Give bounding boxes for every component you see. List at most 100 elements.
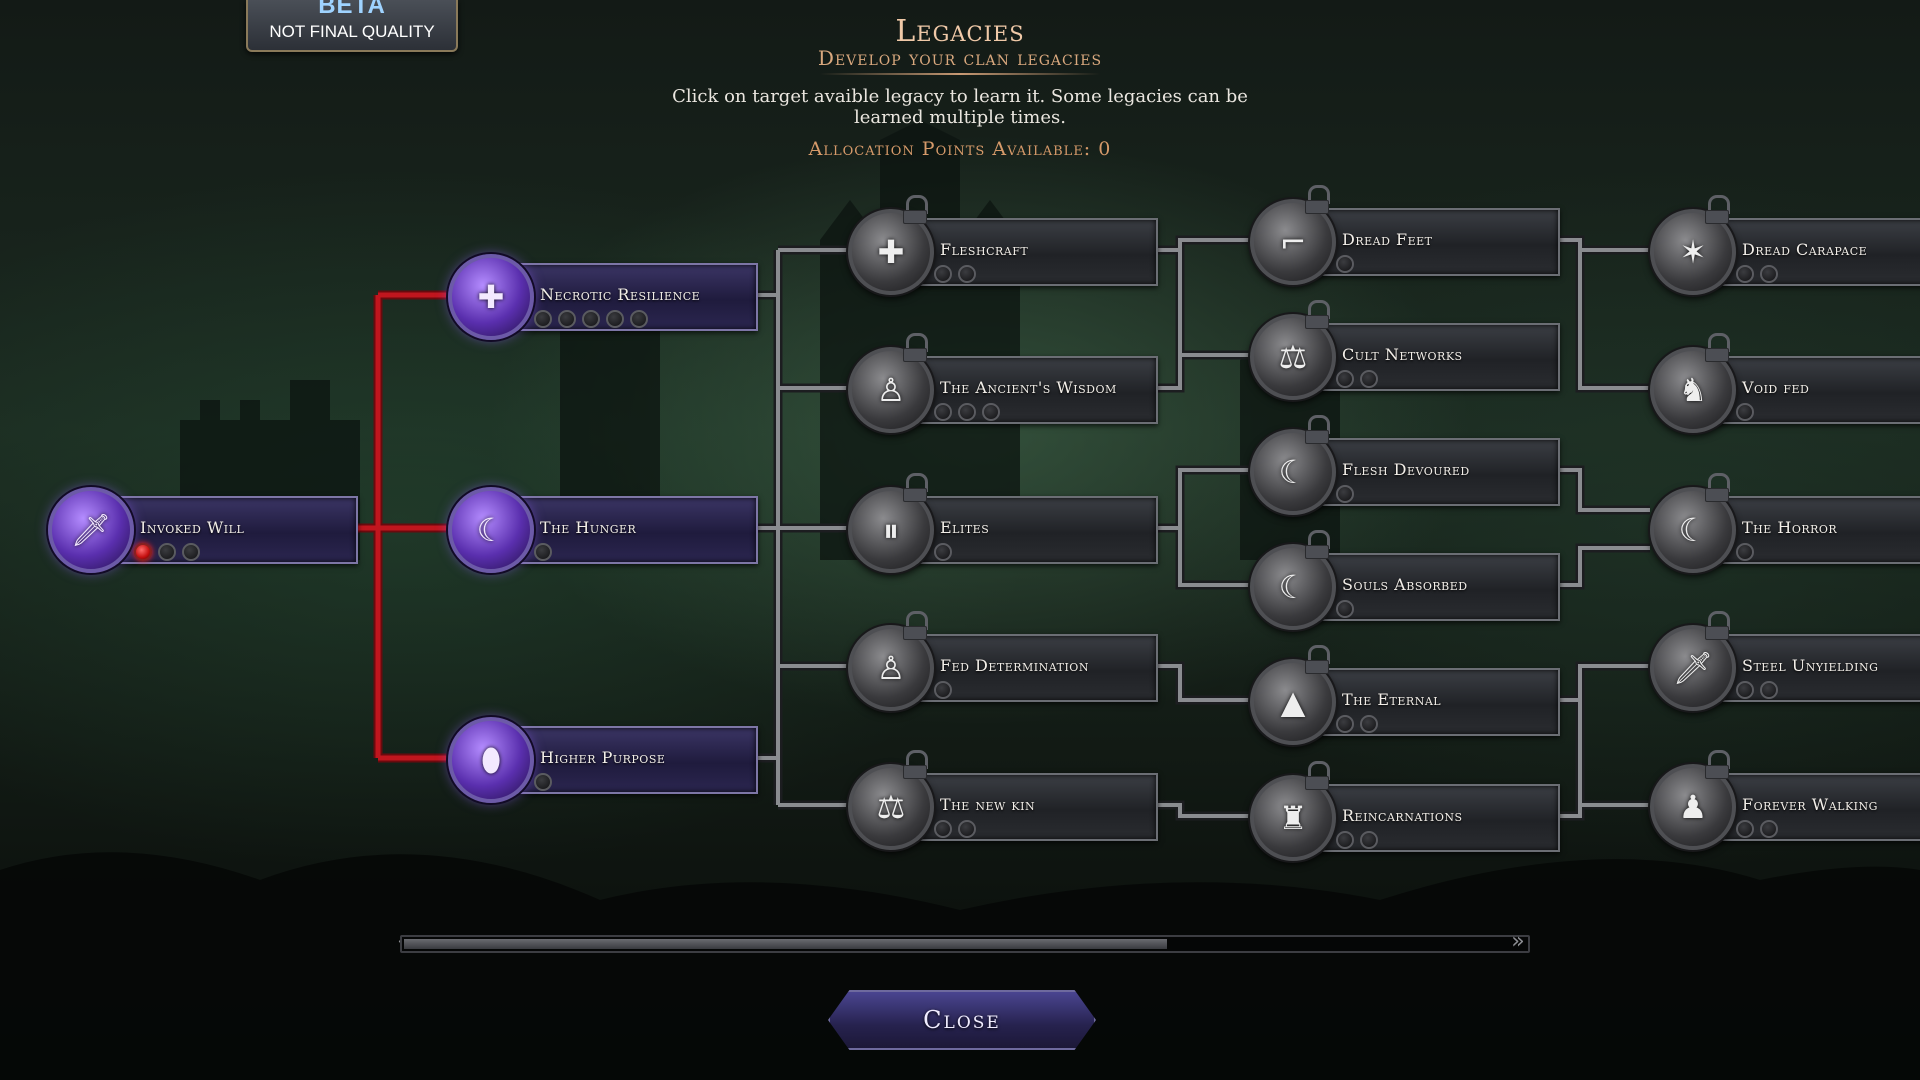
allocation-points: Allocation Points Available: 0 <box>808 138 1112 160</box>
padlock-icon <box>903 473 928 502</box>
legacy-node-the-horror[interactable]: ☾ The Horror <box>1650 473 1920 573</box>
rank-pips <box>134 543 200 561</box>
rank-pips <box>934 820 976 838</box>
rank-pip-empty <box>1760 820 1778 838</box>
legacy-node-forever-walking[interactable]: ♟Forever Walking <box>1650 750 1920 850</box>
legacy-node-the-new-kin[interactable]: ⚖The new kin <box>848 750 1158 850</box>
legacy-node-void-fed[interactable]: ♞Void fed <box>1650 333 1920 433</box>
rank-pip-empty <box>958 403 976 421</box>
rank-pip-empty <box>1736 403 1754 421</box>
legacy-node-reincarnations[interactable]: ♜Reincarnations <box>1250 761 1560 861</box>
rank-pip-empty <box>582 310 600 328</box>
legacy-label: The Eternal <box>1342 690 1442 709</box>
claw-icon[interactable]: ☾ <box>1250 429 1336 515</box>
rank-pip-empty <box>558 310 576 328</box>
padlock-icon <box>1705 611 1730 640</box>
title-divider <box>820 73 1100 75</box>
legacy-node-dread-carapace[interactable]: ✶Dread Carapace <box>1650 195 1920 295</box>
legacy-label: Void fed <box>1742 378 1810 397</box>
legacy-label: Fleshcraft <box>940 240 1029 259</box>
horizontal-scrollbar[interactable] <box>400 935 1530 953</box>
legacy-label: Steel Unyielding <box>1742 656 1879 675</box>
padlock-icon <box>1305 185 1330 214</box>
legacy-label: Fed Determination <box>940 656 1089 675</box>
rank-pip-empty <box>1736 681 1754 699</box>
rank-pip-empty <box>934 681 952 699</box>
claw-icon[interactable]: ☾ <box>1650 487 1736 573</box>
rank-pip-empty <box>534 310 552 328</box>
padlock-icon <box>1705 750 1730 779</box>
heart-cross-icon[interactable]: ✚ <box>448 254 534 340</box>
rank-pips <box>934 681 952 699</box>
legacy-node-the-eternal[interactable]: ▲ The Eternal <box>1250 645 1560 745</box>
padlock-icon <box>903 195 928 224</box>
rank-pips <box>934 403 1000 421</box>
rank-pip-empty <box>1336 255 1354 273</box>
rank-pip-empty <box>534 773 552 791</box>
legacy-node-fed-determination[interactable]: ♙Fed Determination <box>848 611 1158 711</box>
page-title: Legacies <box>895 14 1025 49</box>
rank-pip-empty <box>934 265 952 283</box>
rank-pip-empty <box>1336 485 1354 503</box>
rank-pip-empty <box>606 310 624 328</box>
rank-pip-empty <box>934 820 952 838</box>
legacy-node-the-ancient-s-wisdom[interactable]: ♙The Ancient's Wisdom <box>848 333 1158 433</box>
padlock-icon <box>1705 333 1730 362</box>
legacy-node-necrotic-resilience[interactable]: ✚ Necrotic Resilience <box>448 254 758 340</box>
rank-pips <box>1336 831 1378 849</box>
rank-pips <box>1736 543 1754 561</box>
scales-icon[interactable]: ⚖ <box>1250 314 1336 400</box>
legacy-label: The Horror <box>1742 518 1838 537</box>
rank-pips <box>1736 403 1754 421</box>
beta-subtext: NOT FINAL QUALITY <box>269 22 435 41</box>
rank-pips <box>1736 265 1778 283</box>
instructions-text: Click on target avaible legacy to learn … <box>672 86 1248 128</box>
rank-pip-empty <box>934 543 952 561</box>
legacy-node-elites[interactable]: ⏸Elites <box>848 473 1158 573</box>
legacy-label: Invoked Will <box>140 518 245 537</box>
rank-pips <box>1336 715 1378 733</box>
legacy-plate <box>1290 208 1560 276</box>
rank-pips <box>1736 820 1778 838</box>
legacy-plate <box>888 496 1158 564</box>
legacy-label: Dread Carapace <box>1742 240 1868 259</box>
rank-pip-empty <box>1336 370 1354 388</box>
legacy-node-dread-feet[interactable]: ⌐Dread Feet <box>1250 185 1560 285</box>
scroll-right-arrow[interactable]: » <box>1511 929 1525 954</box>
page-subtitle: Develop your clan legacies <box>817 46 1103 70</box>
rank-pip-empty <box>630 310 648 328</box>
legacy-label: Souls Absorbed <box>1342 575 1468 594</box>
legacy-label: Necrotic Resilience <box>540 285 701 304</box>
rank-pip-empty <box>182 543 200 561</box>
legacy-node-steel-unyielding[interactable]: 🗡Steel Unyielding <box>1650 611 1920 711</box>
padlock-icon <box>1305 530 1330 559</box>
scrollbar-thumb[interactable] <box>404 939 1167 949</box>
legacy-node-flesh-devoured[interactable]: ☾Flesh Devoured <box>1250 415 1560 515</box>
rank-pip-empty <box>1360 715 1378 733</box>
rank-pip-empty <box>934 403 952 421</box>
rank-pip-empty <box>982 403 1000 421</box>
padlock-icon <box>903 750 928 779</box>
dagger-icon[interactable]: 🗡 <box>48 487 134 573</box>
legacy-label: The Ancient's Wisdom <box>940 378 1117 397</box>
active-path-core <box>312 292 448 761</box>
legacy-node-higher-purpose[interactable]: ⬮Higher Purpose <box>448 717 758 803</box>
legacy-node-the-hunger[interactable]: ☾The Hunger <box>448 487 758 573</box>
rank-pips <box>934 265 976 283</box>
legacy-node-invoked-will[interactable]: 🗡 Invoked Will <box>48 487 358 573</box>
legacy-node-souls-absorbed[interactable]: ☾Souls Absorbed <box>1250 530 1560 630</box>
rank-pip-empty <box>1336 600 1354 618</box>
drop-minus-icon[interactable]: ▲ <box>1250 659 1336 745</box>
rank-pip-empty <box>958 265 976 283</box>
rank-pip-empty <box>1360 370 1378 388</box>
close-button[interactable]: Close <box>828 990 1096 1050</box>
rank-pip-empty <box>1336 715 1354 733</box>
padlock-icon <box>1705 473 1730 502</box>
claw-icon[interactable]: ☾ <box>448 487 534 573</box>
legacy-label: Forever Walking <box>1742 795 1878 814</box>
rank-pip-empty <box>1336 831 1354 849</box>
droplets-icon[interactable]: ⬮ <box>448 717 534 803</box>
padlock-icon <box>1305 761 1330 790</box>
legacy-node-fleshcraft[interactable]: ✚Fleshcraft <box>848 195 1158 295</box>
legacy-node-cult-networks[interactable]: ⚖Cult Networks <box>1250 300 1560 400</box>
